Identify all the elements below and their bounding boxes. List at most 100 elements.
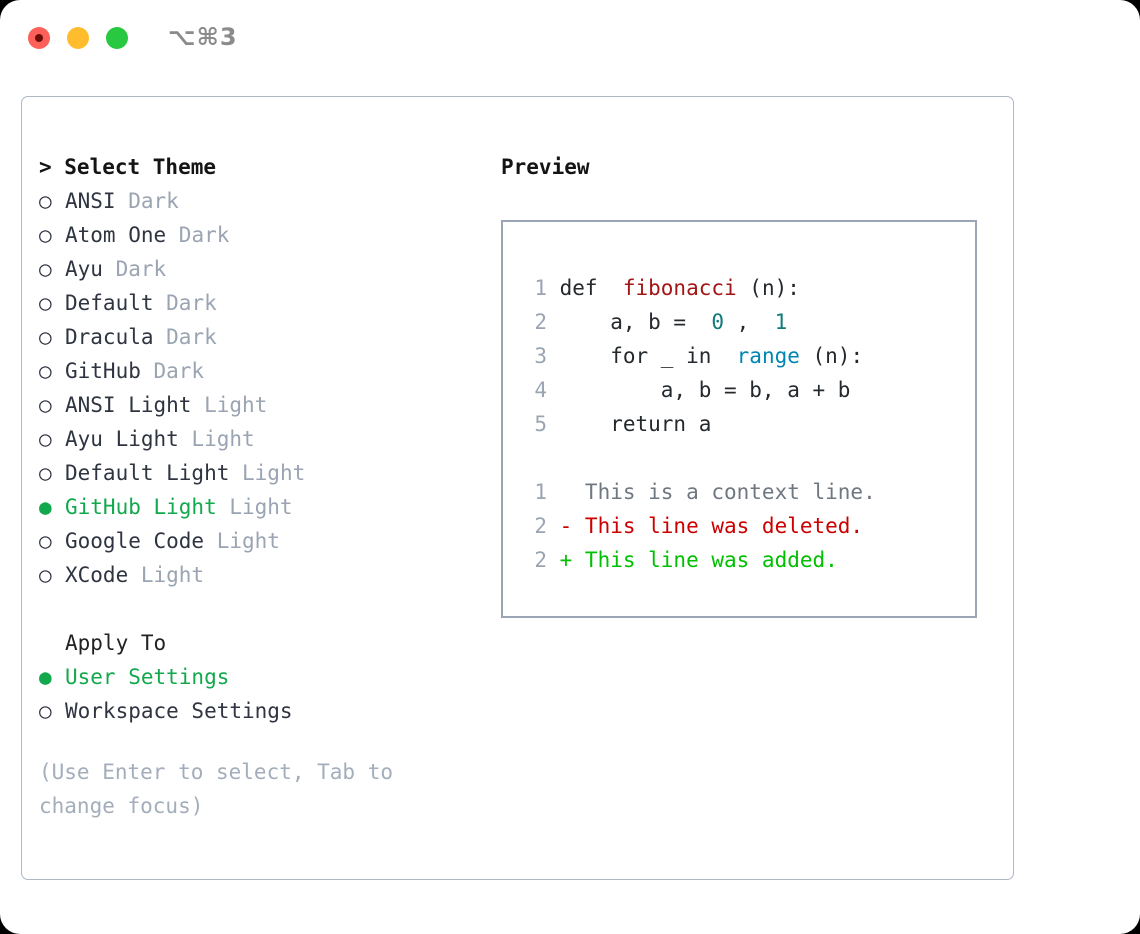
code-line-number: 2 <box>534 310 547 334</box>
diff-line-text: This is a context line. <box>547 480 876 504</box>
theme-option-label: Google Code <box>65 529 205 553</box>
radio-selected-icon: ● <box>39 665 52 689</box>
theme-variant-tag: Dark <box>166 223 230 247</box>
theme-option-ayu[interactable]: ○ Ayu Dark <box>39 252 499 286</box>
theme-option-label: GitHub Light <box>65 495 217 519</box>
maximize-window-button[interactable] <box>106 27 128 49</box>
diff-line-number: 2 <box>534 514 547 538</box>
theme-option-label: ANSI <box>65 189 116 213</box>
code-token-plain: a, b = <box>547 310 699 334</box>
code-line: 5 return a <box>521 407 876 441</box>
code-token-plain: def <box>547 276 611 300</box>
diff-line-number: 1 <box>534 480 547 504</box>
theme-variant-tag: Light <box>128 563 205 587</box>
theme-variant-tag: Dark <box>153 291 217 315</box>
radio-unselected-icon: ○ <box>39 461 52 485</box>
theme-variant-tag: Light <box>191 393 268 417</box>
code-line: 3 for _ in range (n): <box>521 339 876 373</box>
radio-unselected-icon: ○ <box>39 529 52 553</box>
theme-variant-tag: Light <box>216 495 293 519</box>
theme-option-ansi-light[interactable]: ○ANSI Light Light <box>39 388 499 422</box>
diff-line-del: 2 - This line was deleted. <box>521 509 876 543</box>
code-line: 1 def fibonacci (n): <box>521 271 876 305</box>
apply-to-heading: Apply To <box>65 631 167 655</box>
traffic-light-buttons <box>28 27 128 49</box>
code-line: 2 a, b = 0 , 1 <box>521 305 876 339</box>
theme-option-label: Ayu Light <box>65 427 179 451</box>
close-window-button[interactable] <box>28 27 50 49</box>
theme-variant-tag: Light <box>204 529 280 553</box>
theme-option-list: ○ ANSI Dark ○ Atom One Dark ○ Ayu Dark ○ Defaul… <box>39 184 499 592</box>
diff-line-ctx: 1 This is a context line. <box>521 475 876 509</box>
theme-option-label: XCode <box>65 563 129 587</box>
radio-unselected-icon: ○ <box>39 223 52 247</box>
apply-to-option-workspace-settings[interactable]: ○ Workspace Settings <box>39 694 499 728</box>
theme-variant-tag: Light <box>178 427 255 451</box>
theme-option-github[interactable]: ○ GitHub Dark <box>39 354 499 388</box>
code-line-number: 5 <box>534 412 547 436</box>
theme-option-default-light[interactable]: ○ Default Light Light <box>39 456 499 490</box>
code-line-number: 1 <box>534 276 547 300</box>
select-theme-heading: > Select Theme <box>39 155 217 179</box>
theme-option-ayu-light[interactable]: ○ Ayu Light Light <box>39 422 499 456</box>
theme-variant-tag: Dark <box>102 257 167 281</box>
code-token-plain: a, b = b, a + b <box>547 378 851 402</box>
theme-option-label: Default <box>65 291 154 315</box>
code-token-plain: (n): <box>736 276 800 300</box>
code-line-number: 3 <box>534 344 547 368</box>
window-shortcut-label: ⌥⌘3 <box>168 23 238 51</box>
theme-option-label: Default Light <box>65 461 230 485</box>
code-token-num: 1 <box>761 310 788 334</box>
preview-column: Preview 1 def fibonacci (n):2 a, b = 0 ,… <box>501 150 991 618</box>
apply-to-option-label: Workspace Settings <box>65 699 293 723</box>
code-token-plain: , <box>724 310 762 334</box>
theme-option-atom-one[interactable]: ○ Atom One Dark <box>39 218 499 252</box>
code-token-func: fibonacci <box>610 276 737 300</box>
apply-to-option-label: User Settings <box>65 665 230 689</box>
code-diff-spacer <box>521 441 876 475</box>
theme-option-label: Atom One <box>65 223 167 247</box>
diff-line-number: 2 <box>534 548 547 572</box>
theme-option-xcode[interactable]: ○ XCode Light <box>39 558 499 592</box>
apply-to-option-list: ● User Settings ○ Workspace Settings <box>39 660 499 728</box>
minimize-window-button[interactable] <box>67 27 89 49</box>
theme-option-github-light[interactable]: ● GitHub Light Light <box>39 490 499 524</box>
theme-selector-column: > Select Theme ○ANSI Dark○Atom One Dark○… <box>39 150 499 823</box>
preview-heading: Preview <box>501 155 590 179</box>
radio-unselected-icon: ○ <box>39 699 52 723</box>
theme-variant-tag: Dark <box>153 325 217 349</box>
keyboard-hint-text: (Use Enter to select, Tab to change focu… <box>39 760 406 818</box>
list-spacer <box>39 592 499 626</box>
theme-variant-tag: Dark <box>115 189 179 213</box>
theme-variant-tag: Light <box>229 461 306 485</box>
diff-line-add: 2 + This line was added. <box>521 543 876 577</box>
radio-unselected-icon: ○ <box>39 393 52 417</box>
radio-unselected-icon: ○ <box>39 257 52 281</box>
theme-option-label: GitHub <box>65 359 141 383</box>
code-line-number: 4 <box>534 378 547 402</box>
theme-variant-tag: Dark <box>140 359 205 383</box>
title-bar: ⌥⌘3 <box>0 0 1140 78</box>
radio-unselected-icon: ○ <box>39 359 52 383</box>
diff-line-text: - This line was deleted. <box>547 514 864 538</box>
code-token-call: range <box>724 344 800 368</box>
theme-option-label: Ayu <box>65 257 103 281</box>
diff-line-text: + This line was added. <box>547 548 838 572</box>
theme-option-dracula[interactable]: ○Dracula Dark <box>39 320 499 354</box>
apply-to-option-user-settings[interactable]: ● User Settings <box>39 660 499 694</box>
code-token-plain: for _ in <box>547 344 725 368</box>
code-line: 4 a, b = b, a + b <box>521 373 876 407</box>
theme-option-google-code[interactable]: ○ Google Code Light <box>39 524 499 558</box>
radio-unselected-icon: ○ <box>39 189 52 213</box>
radio-unselected-icon: ○ <box>39 427 52 451</box>
radio-unselected-icon: ○ <box>39 563 52 587</box>
radio-unselected-icon: ○ <box>39 291 52 315</box>
radio-selected-icon: ● <box>39 495 52 519</box>
code-token-plain: return a <box>547 412 712 436</box>
main-panel: > Select Theme ○ANSI Dark○Atom One Dark○… <box>21 96 1014 880</box>
theme-option-ansi[interactable]: ○ ANSI Dark <box>39 184 499 218</box>
code-token-num: 0 <box>698 310 725 334</box>
theme-option-default[interactable]: ○ Default Dark <box>39 286 499 320</box>
